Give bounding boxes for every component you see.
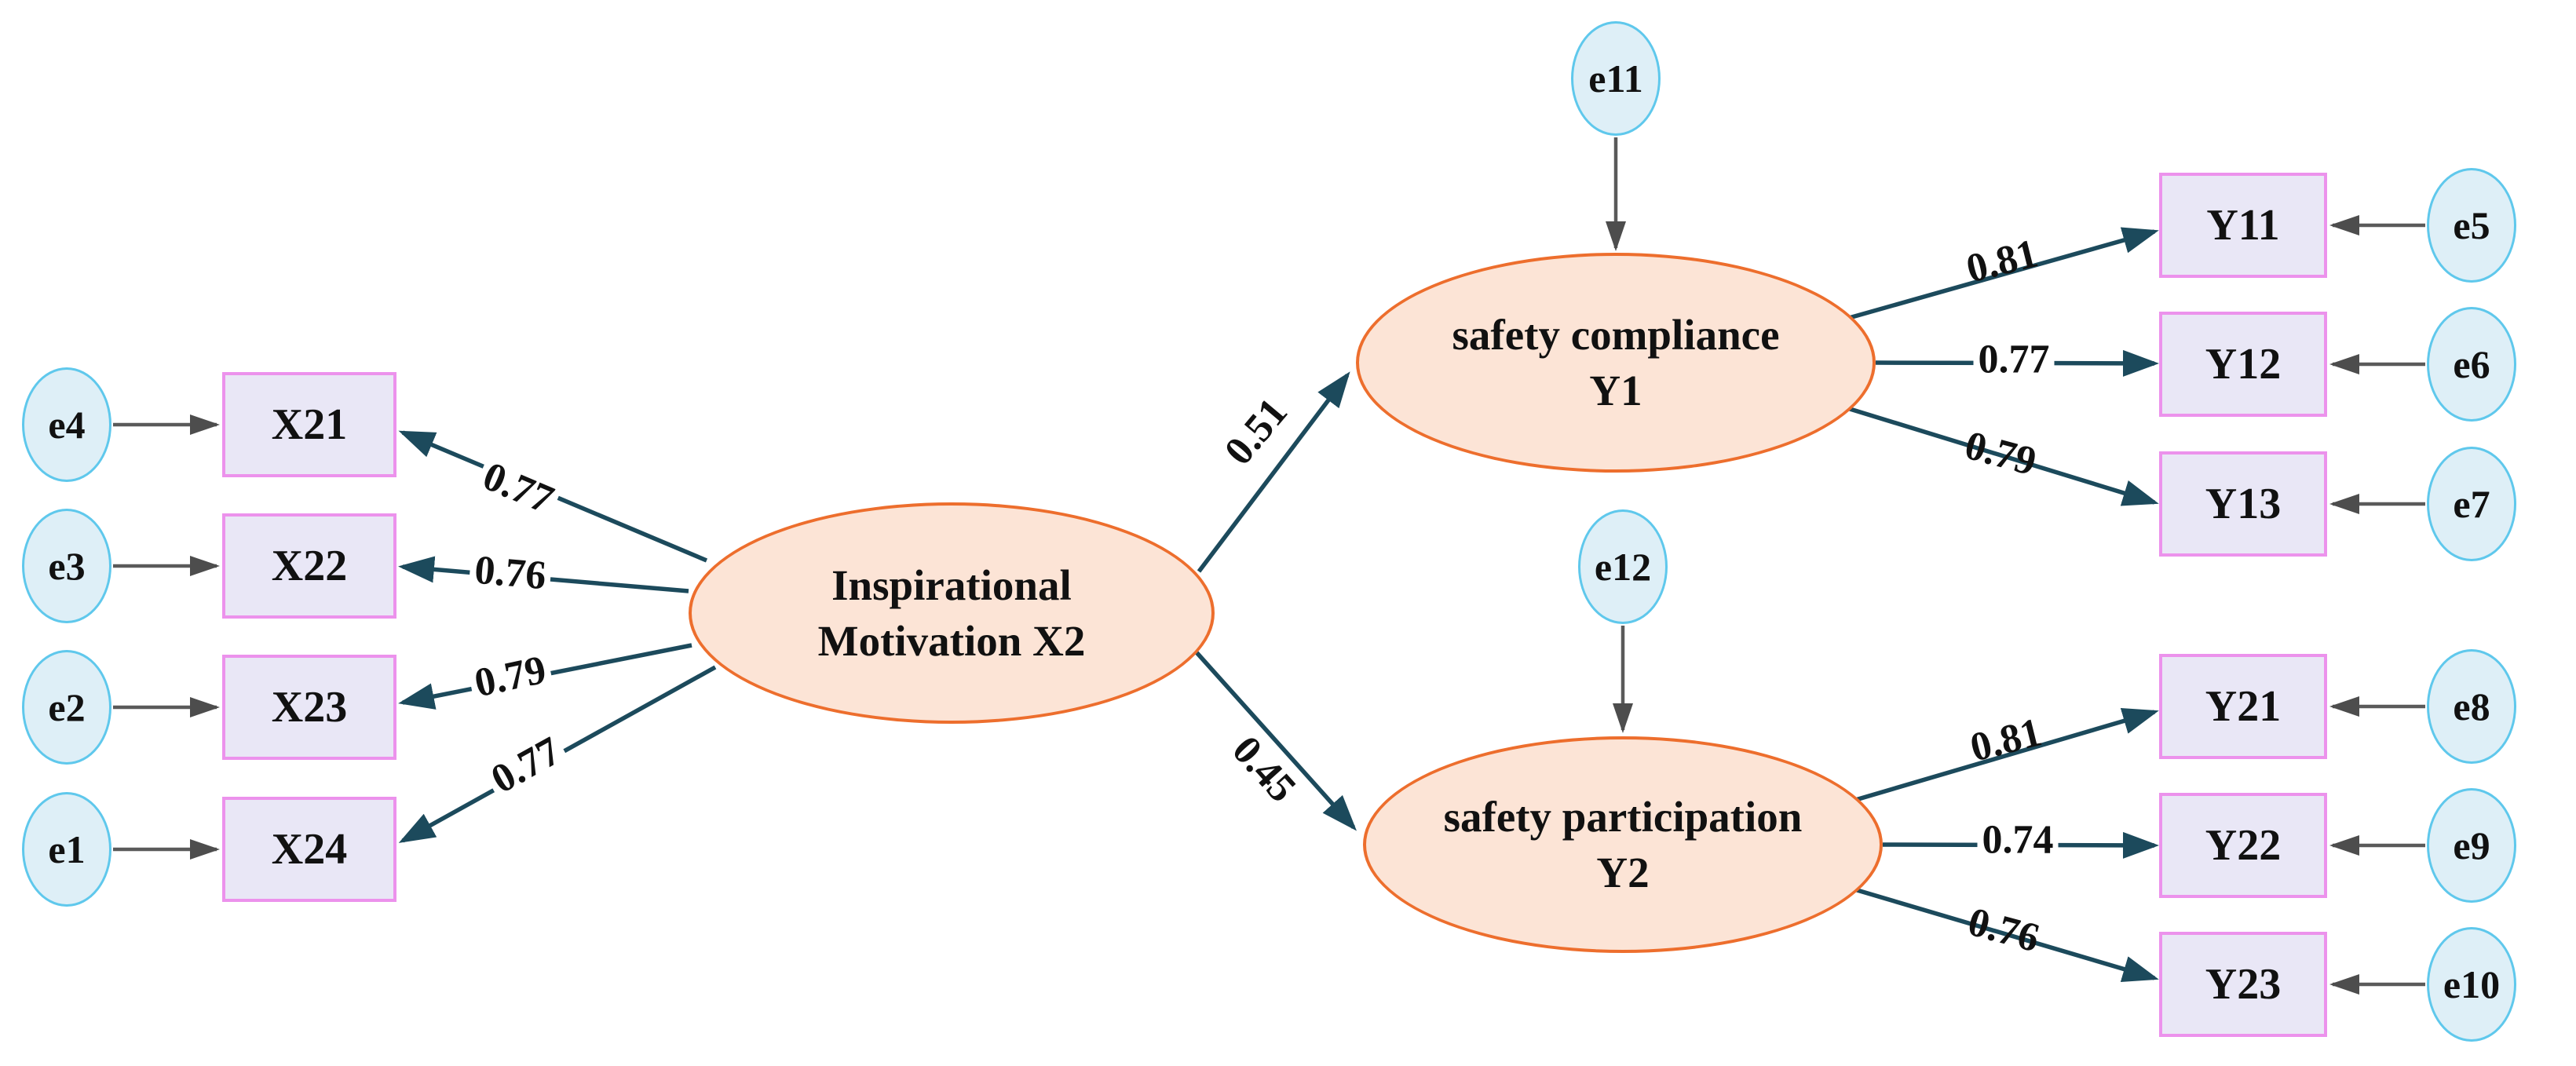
loading-label-x22: 0.76 [468, 546, 553, 600]
latent-y2-label: safety participation Y2 [1443, 792, 1803, 897]
indicator-x22-label: X22 [271, 542, 348, 590]
error-e2: e2 [22, 650, 111, 765]
error-e11-label: e11 [1588, 57, 1643, 100]
indicator-x23-label: X23 [271, 683, 348, 732]
error-e12: e12 [1578, 509, 1668, 624]
latent-x2-label: Inspirational Motivation X2 [817, 560, 1086, 666]
indicator-x24-label: X24 [271, 825, 348, 874]
latent-y1-label: safety compliance Y1 [1452, 310, 1780, 415]
arrow-y1-y13 [1847, 406, 2159, 506]
indicator-y22: Y22 [2159, 793, 2327, 898]
error-e9-label: e9 [2453, 823, 2490, 867]
error-e2-label: e2 [48, 685, 86, 729]
latent-inspirational-motivation-x2: Inspirational Motivation X2 [689, 502, 1215, 724]
arrow-x2-y1 [1197, 371, 1350, 573]
error-e1: e1 [22, 792, 111, 907]
indicator-y12: Y12 [2159, 312, 2327, 417]
error-e10-label: e10 [2443, 962, 2501, 1006]
indicator-y21-label: Y21 [2205, 682, 2282, 731]
error-e8-label: e8 [2453, 685, 2490, 728]
latent-safety-participation-y2: safety participation Y2 [1363, 736, 1883, 953]
arrow-y2-y21 [1852, 707, 2159, 803]
indicator-y12-label: Y12 [2205, 340, 2282, 389]
error-e12-label: e12 [1594, 545, 1652, 589]
error-e1-label: e1 [48, 827, 86, 871]
error-e4: e4 [22, 367, 111, 482]
error-e6: e6 [2427, 307, 2516, 422]
error-e4-label: e4 [48, 403, 86, 447]
indicator-y13: Y13 [2159, 451, 2327, 557]
arrow-y2-y23 [1854, 887, 2159, 982]
latent-safety-compliance-y1: safety compliance Y1 [1356, 253, 1876, 473]
error-e11: e11 [1571, 21, 1661, 136]
error-e7-label: e7 [2453, 482, 2490, 526]
error-e3: e3 [22, 509, 111, 623]
indicator-x23: X23 [222, 655, 396, 760]
loading-label-y22: 0.74 [1977, 816, 2059, 863]
error-e6-label: e6 [2453, 342, 2490, 386]
indicator-y21: Y21 [2159, 654, 2327, 759]
arrow-y1-y11 [1848, 227, 2159, 320]
indicator-y23: Y23 [2159, 932, 2327, 1037]
error-e8: e8 [2427, 649, 2516, 764]
error-e5: e5 [2427, 168, 2516, 283]
error-e5-label: e5 [2453, 203, 2490, 247]
indicator-x22: X22 [222, 513, 396, 619]
error-e9: e9 [2427, 788, 2516, 903]
error-e3-label: e3 [48, 544, 86, 588]
indicator-x24: X24 [222, 797, 396, 902]
loading-arrows [398, 227, 2159, 982]
indicator-x21: X21 [222, 372, 396, 477]
indicator-y22-label: Y22 [2205, 821, 2282, 870]
structural-arrows [1193, 371, 1357, 831]
loading-label-y12: 0.77 [1973, 336, 2055, 383]
error-e7: e7 [2427, 447, 2516, 561]
indicator-x21-label: X21 [271, 400, 348, 449]
error-arrows [113, 137, 2425, 995]
indicator-y11: Y11 [2159, 173, 2327, 278]
indicator-y23-label: Y23 [2205, 960, 2282, 1009]
error-e10: e10 [2427, 927, 2516, 1042]
arrow-x2-y2 [1193, 650, 1357, 831]
indicator-y13-label: Y13 [2205, 480, 2282, 528]
indicator-y11-label: Y11 [2206, 201, 2280, 250]
